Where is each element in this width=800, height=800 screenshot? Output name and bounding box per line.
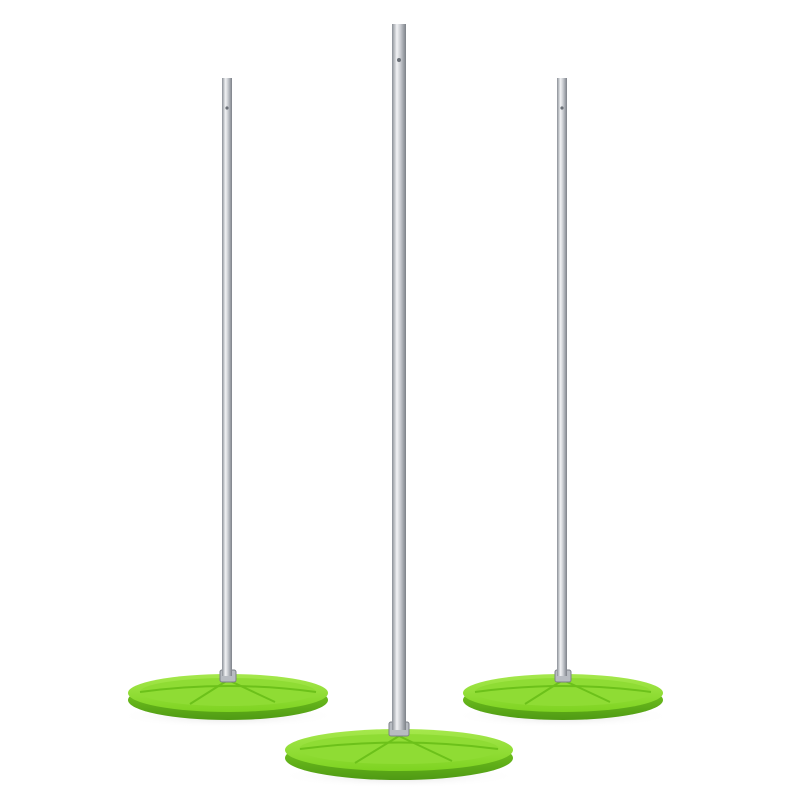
feeder-stand-left: [118, 78, 338, 728]
pan-icon: [463, 669, 663, 720]
pan-icon: [128, 669, 328, 720]
pole-icon: [392, 24, 406, 730]
pole-icon: [557, 78, 567, 676]
pan-icon: [285, 721, 513, 780]
pole-icon: [222, 78, 232, 676]
feeder-stand-right: [453, 78, 673, 728]
feeder-stand-center: [279, 24, 519, 788]
